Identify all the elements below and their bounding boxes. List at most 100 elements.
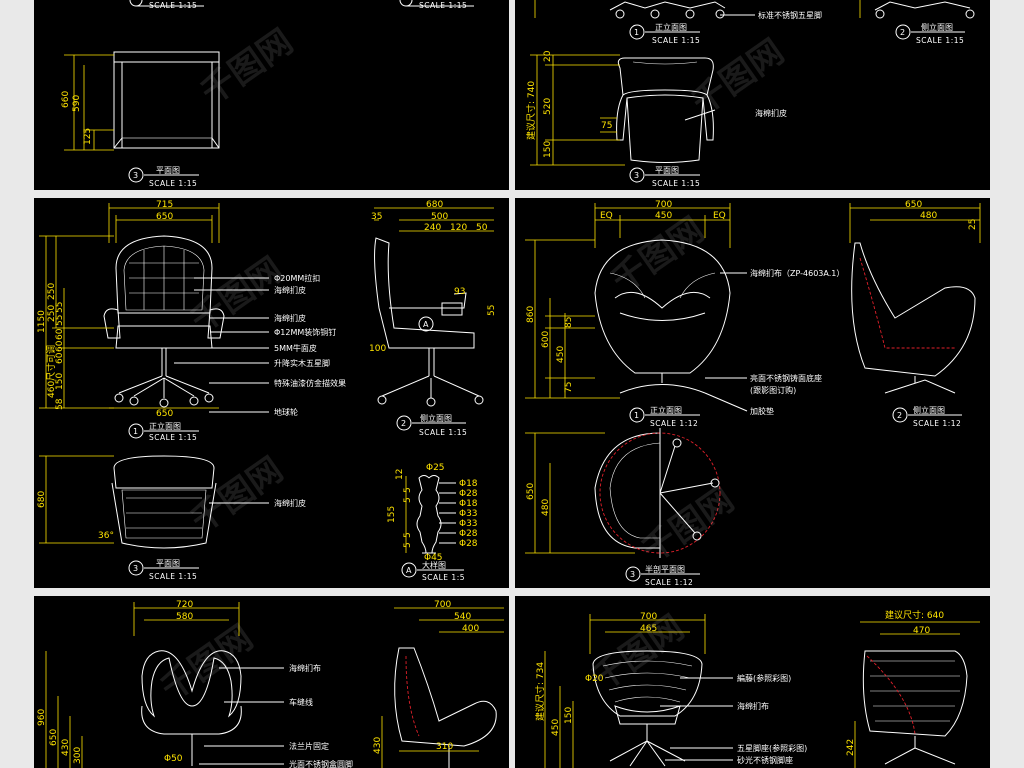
dim-angle-36: 36° [98, 531, 114, 541]
caption-title-side: 侧立面图 [921, 22, 953, 32]
dim-860: 860 [526, 306, 536, 323]
caption-circle [129, 0, 143, 7]
caption-number: 3 [133, 564, 138, 573]
detail-marker-a: A [423, 320, 429, 329]
dimension-lines [39, 455, 114, 544]
dimension-lines [849, 203, 981, 243]
panel-bottom-left-canvas: 720 580 960 650 430 300 海绵扪布 车缝线 法兰片固定 光… [37, 600, 504, 768]
dim-150: 150 [564, 707, 574, 724]
note-caster: 地球轮 [274, 407, 298, 417]
dim-suggest-734: 建议尺寸: 734 [534, 662, 546, 721]
dimension-lines [394, 607, 504, 633]
note-stitching: 车缝线 [289, 697, 313, 707]
dim-700: 700 [640, 612, 657, 622]
dim-430: 430 [61, 739, 71, 756]
dim-suggest-640: 建议尺寸: 640 [885, 609, 944, 621]
dimension-lines [108, 203, 220, 243]
panel-middle-right-canvas: 700 EQ 450 EQ 860 600 450 85 75 [525, 200, 981, 587]
dim-50: 50 [476, 223, 488, 233]
caption-number: 2 [900, 28, 905, 37]
dim-75: 75 [564, 382, 574, 393]
dimension-lines [45, 651, 83, 768]
dim-55-side: 55 [487, 305, 497, 316]
dim-540-side: 540 [454, 612, 471, 622]
dim-60c: 60 [55, 352, 65, 364]
dim-660: 660 [61, 91, 71, 108]
caption-number: 3 [133, 171, 138, 180]
leader-lines [174, 277, 269, 413]
dim-700: 700 [655, 200, 672, 210]
detail-len-5c: 5 [403, 532, 413, 538]
note-cowhide: 5MM牛面皮 [274, 343, 317, 353]
caption-title-front: 正立面图 [650, 405, 682, 415]
dim-430-side: 430 [373, 737, 383, 754]
caption-scale-side: SCALE 1:15 [419, 428, 467, 437]
egg-chair-front-view [594, 239, 731, 394]
dim-dia-20: Φ20 [585, 674, 604, 684]
caption-scale-front: SCALE 1:12 [650, 419, 698, 428]
note-leather: 海棉扪皮 [755, 108, 787, 118]
dim-93: 93 [454, 287, 465, 297]
dim-480-plan: 480 [541, 499, 551, 516]
leg-detail-drawing [416, 475, 442, 554]
note-star-base: 五星脚座(参照彩图) [737, 743, 807, 753]
dim-460-adjustable: 460尺寸可调 [45, 345, 57, 398]
caption-number-circle [629, 407, 645, 423]
ornate-chair-front-view [103, 235, 225, 408]
note-button-tuft: Φ20MM拉扣 [274, 273, 320, 283]
detail-dia-28b: Φ28 [459, 529, 478, 539]
detail-leader-lines [405, 476, 456, 553]
caption-scale: SCALE 1:15 [149, 179, 197, 188]
chair-plan-drawing [616, 57, 714, 163]
note-sponge-leather-b: 海绵扪皮 [274, 313, 306, 323]
caption-number-circle [396, 415, 412, 431]
detail-len-5b: 5 [403, 497, 413, 503]
dimension-lines [544, 651, 574, 768]
dim-465: 465 [640, 624, 657, 634]
caption-scale-plan: SCALE 1:15 [149, 572, 197, 581]
dim-58: 58 [55, 398, 65, 410]
detail-dia-45: Φ45 [424, 553, 443, 563]
leader-lines [660, 677, 733, 761]
dim-960: 960 [37, 709, 47, 726]
dim-720: 720 [176, 600, 193, 610]
caption-scale: SCALE 1:15 [652, 179, 700, 188]
caption-number-circle [629, 24, 645, 40]
note-rattan: 編藤(参照彩图) [737, 673, 791, 683]
note-star-base: 标准不锈钢五星脚 [758, 10, 822, 20]
dim-450: 450 [655, 211, 672, 221]
leader-lines [704, 272, 748, 412]
rattan-chair-side-view [862, 650, 968, 765]
caption-scale-side: SCALE 1:12 [913, 419, 961, 428]
drawing-panel-bottom-left: 720 580 960 650 430 300 海绵扪布 车缝线 法兰片固定 光… [34, 596, 509, 768]
caption-number: 2 [401, 419, 406, 428]
dim-55b: 55 [55, 315, 65, 326]
dimension-lines [133, 602, 240, 636]
drawing-panel-middle-left: 715 650 1150 [34, 198, 509, 588]
caption-number-circle [895, 24, 911, 40]
caption-title-front: 正立面图 [655, 22, 687, 32]
dim-450-left: 450 [556, 346, 566, 363]
dimension-lines [374, 207, 494, 232]
dim-580: 580 [176, 612, 193, 622]
dim-55a: 55 [55, 302, 65, 313]
dim-150: 150 [543, 141, 553, 158]
note-sanded-steel: 砂光不锈钢脚座 [737, 755, 793, 765]
caption-number-circle [629, 167, 645, 183]
dim-eq-right: EQ [713, 211, 726, 221]
dim-310: 310 [436, 742, 453, 752]
caption-title-side: 侧立面图 [420, 413, 452, 423]
caption-title-plan: 平面图 [156, 559, 180, 568]
note-brass-nails: Φ12MM装饰铜钉 [274, 327, 336, 337]
dim-1150: 1150 [37, 310, 47, 333]
detail-dia-28a: Φ28 [459, 489, 478, 499]
dim-450: 450 [551, 719, 561, 736]
panel-top-right-canvas: 标准不锈钢五星脚 1 正立面图 SCALE 1:15 2 侧立面图 SCALE … [525, 0, 975, 188]
detail-dia-33b: Φ33 [459, 519, 478, 529]
dim-650: 650 [49, 729, 59, 746]
caption-title-plan: 半剖平面图 [645, 564, 685, 574]
dim-470: 470 [913, 626, 930, 636]
egg-chair-side-view [851, 242, 976, 394]
note-stainless-base: 亮面不锈钢铸面底座 [750, 373, 822, 383]
note-sponge-leather-plan: 海绵扪皮 [274, 498, 306, 508]
